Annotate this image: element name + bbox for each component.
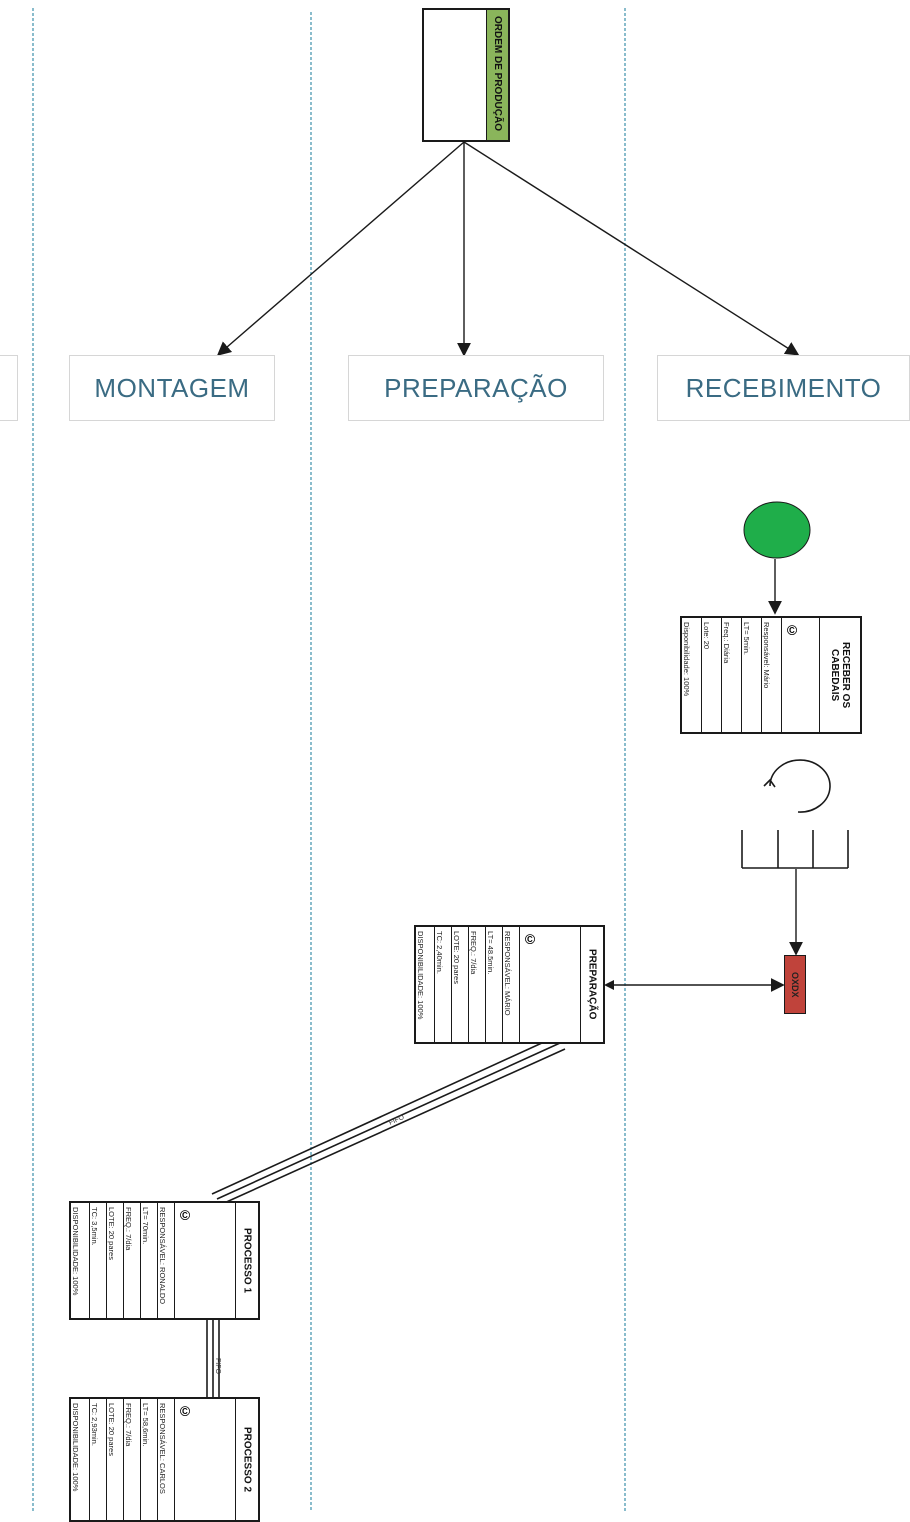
lane-header-label: PREPARAÇÃO [384,372,568,403]
process-box-processo-1[interactable]: DISPONIBILIDADE: 100% TC: 3,5min. LOTE: … [69,1201,260,1320]
field-disponibilidade: DISPONIBILIDADE: 100% [71,1207,80,1296]
xdx-label: OXDX [790,971,800,998]
field-lote: Lote: 20 [702,622,711,650]
supermarket-icon [741,830,849,869]
operator-icon: © [177,1207,193,1223]
start-event-circle [743,501,811,559]
field-disponibilidade: DISPONIBILIDADE: 100% [71,1403,80,1492]
field-lt: LT= 48.5min. [486,931,495,975]
field-tc: TC: 3,5min. [90,1207,99,1246]
lane-header-recebimento: RECEBIMENTO [657,355,910,421]
cycle-arrow-icon [763,759,831,813]
operator-icon: © [784,622,800,638]
field-freq: FREQ.: 7/dia [469,931,478,975]
lane-header-label: MONTAGEM [94,372,250,403]
partial-lane-header [0,355,18,421]
process-title: PROCESSO 2 [241,1426,253,1493]
field-lt: LT= 5min. [742,622,751,655]
field-responsavel: RESPONSÁVEL: CARLOS [158,1403,167,1494]
field-disponibilidade: Disponibilidade: 100% [682,622,691,697]
production-order-label-strip: ORDEM DE PRODUÇÃO [486,10,508,140]
lane-header-preparacao: PREPARAÇÃO [348,355,604,421]
fifo-label-p1-to-p2: FIFO [214,1358,221,1374]
field-lote: LOTE: 20 pares [107,1403,116,1456]
process-box-preparacao[interactable]: DISPONIBILIDADE: 100% TC: 2,40min. LOTE:… [414,925,605,1044]
arrow-order-to-recebimento [463,141,800,356]
field-tc: TC: 2,93min. [90,1403,99,1446]
field-freq: FREQ.: 7/dia [124,1207,133,1251]
lane-header-montagem: MONTAGEM [69,355,275,421]
process-title: RECEBER OS CABEDAIS [829,641,851,709]
process-title: PROCESSO 1 [241,1227,253,1294]
production-order-label: ORDEM DE PRODUÇÃO [492,16,503,132]
field-freq: Freq.: Diária [722,622,731,664]
arrow-order-to-montagem [216,141,465,356]
field-lote: LOTE: 20 pares [107,1207,116,1260]
operator-icon: © [177,1403,193,1419]
field-responsavel: RESPONSÁVEL: RONALDO [158,1207,167,1305]
field-responsavel: RESPONSÁVEL: MÁRIO [503,931,512,1016]
xdx-box[interactable]: OXDX [784,955,806,1014]
field-disponibilidade: DISPONIBILIDADE: 100% [416,931,425,1020]
production-order-box[interactable]: ORDEM DE PRODUÇÃO [422,8,510,142]
field-lt: LT= 70min. [141,1207,150,1245]
field-lt: LT= 58,6min. [141,1403,150,1447]
field-lote: LOTE: 20 pares [452,931,461,984]
process-box-receber[interactable]: Disponibilidade: 100% Lote: 20 Freq.: Di… [680,616,862,734]
lane-header-label: RECEBIMENTO [685,372,882,403]
field-freq: FREQ.: 7/dia [124,1403,133,1447]
operator-icon: © [522,931,538,947]
fifo-lane-prep-to-p1 [211,1036,566,1205]
field-responsavel: Responsável: Mário [762,622,771,689]
field-tc: TC: 2,40min. [435,931,444,974]
process-title: PREPARAÇÃO [586,949,598,1020]
process-box-processo-2[interactable]: DISPONIBILIDADE: 100% TC: 2,93min. LOTE:… [69,1397,260,1522]
fifo-lane-p1-to-p2 [206,1320,220,1397]
